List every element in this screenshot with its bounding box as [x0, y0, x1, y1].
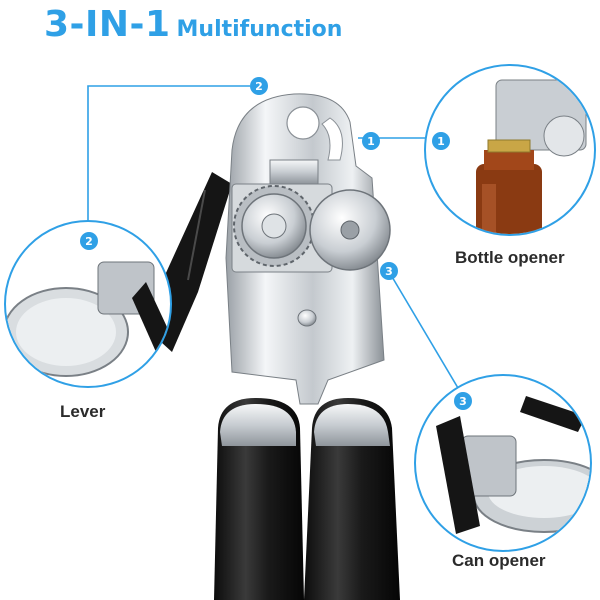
- caption-can-opener: Can opener: [452, 551, 546, 570]
- badge-3-circle: 3: [454, 392, 472, 410]
- cutting-wheel: [309, 189, 391, 271]
- bottle-opener-photo: [476, 79, 587, 234]
- detail-circle-bottle-opener: [424, 64, 596, 236]
- caption-lever: Lever: [60, 402, 106, 421]
- callout-line-can: [387, 269, 459, 389]
- badge-1-body: 1: [362, 132, 380, 150]
- heading-3in1: 3-IN-1: [44, 4, 171, 45]
- badge-2-circle: 2: [80, 232, 98, 250]
- badge-2-body: 2: [250, 77, 268, 95]
- heading-multifunction: Multifunction: [176, 17, 343, 42]
- detail-circle-can-opener: [414, 374, 592, 552]
- badge-1-circle: 1: [432, 132, 450, 150]
- callout-line-lever: [87, 85, 250, 232]
- left-handle: [214, 398, 304, 600]
- badge-3-body: 3: [380, 262, 398, 280]
- cutting-gear: [233, 185, 315, 267]
- lever-photo: [6, 261, 170, 377]
- can-opener-photo: [436, 396, 590, 534]
- right-handle: [304, 398, 400, 600]
- caption-bottle-opener: Bottle opener: [455, 248, 565, 267]
- detail-circle-lever: [4, 220, 172, 388]
